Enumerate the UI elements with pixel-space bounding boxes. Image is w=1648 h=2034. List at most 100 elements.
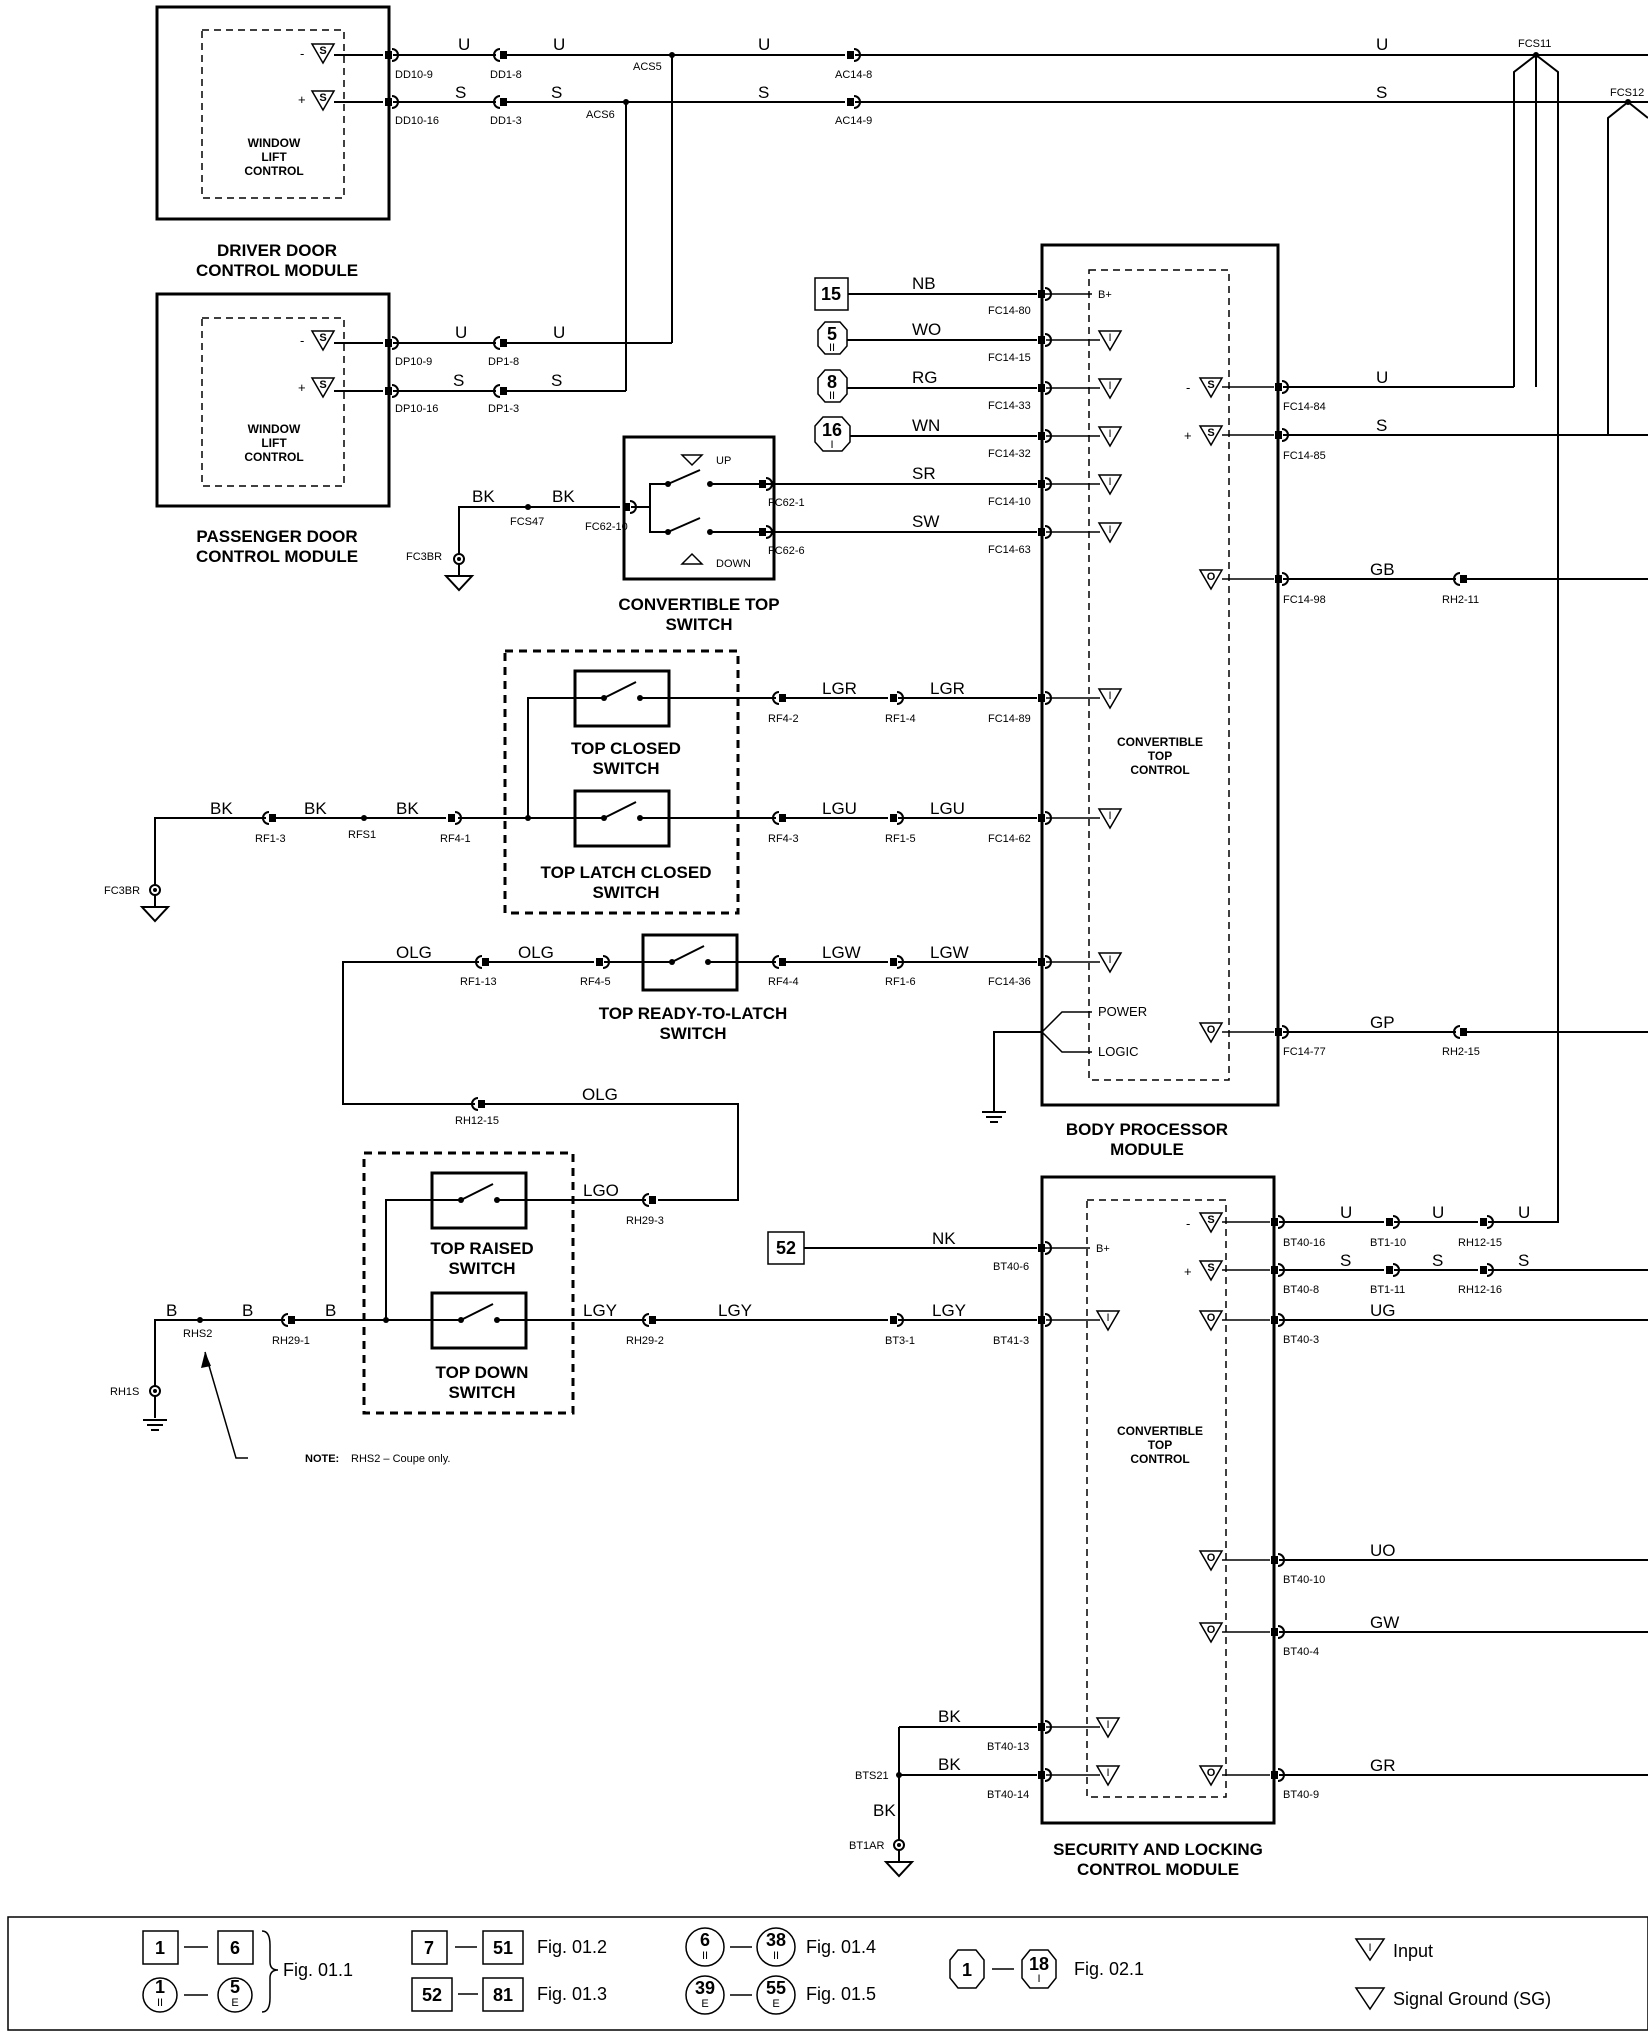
input-symbol: I bbox=[1106, 1767, 1109, 1779]
ground-icon bbox=[141, 894, 169, 922]
wire-code: BK bbox=[873, 1801, 896, 1820]
ground-icon bbox=[142, 1419, 168, 1431]
minus-sign: - bbox=[300, 46, 304, 61]
legend-circle-39: 39 bbox=[695, 1978, 715, 1998]
body-processor-module: CONVERTIBLE TOP CONTROL BODY PROCESSOR M… bbox=[1040, 243, 1280, 1159]
note-label: NOTE: bbox=[305, 1453, 339, 1465]
wire-code: OLG bbox=[582, 1085, 618, 1104]
bpm-inputs: 15 NB FC14-80 5 II WO FC14-15 8 II RG FC… bbox=[764, 274, 1037, 556]
top-raised-title-1: TOP RAISED bbox=[430, 1239, 533, 1258]
wire-code: U bbox=[1340, 1203, 1352, 1222]
wire-code: BK bbox=[210, 799, 233, 818]
passenger-inner-1: WINDOW bbox=[248, 422, 301, 436]
input-symbol: I bbox=[1108, 428, 1111, 440]
bpm-inner-1: CONVERTIBLE bbox=[1117, 735, 1203, 749]
rh1s-label: RH1S bbox=[110, 1386, 139, 1398]
wire-code: S bbox=[551, 371, 562, 390]
conv-top-switch-title-2: SWITCH bbox=[665, 615, 732, 634]
switch-icon bbox=[440, 1183, 518, 1204]
input-symbol: I bbox=[1108, 380, 1111, 392]
power-label: POWER bbox=[1098, 1004, 1147, 1019]
serial-symbol: S bbox=[319, 379, 326, 391]
top-closed-title-2: SWITCH bbox=[592, 759, 659, 778]
wire-code: GW bbox=[1370, 1613, 1399, 1632]
latch-ground-wires: BK RF1-3 BK RFS1 BK RF4-1 FC3BR bbox=[104, 799, 471, 922]
rh12-15-label: RH12-15 bbox=[1458, 1237, 1502, 1249]
fcs12-splice bbox=[1607, 99, 1648, 435]
wire-code: LGU bbox=[930, 799, 965, 818]
serial-symbol: S bbox=[319, 45, 326, 57]
switch-icon bbox=[651, 945, 729, 966]
input-symbol: I bbox=[1108, 810, 1111, 822]
wire-code: U bbox=[758, 35, 770, 54]
wire-code: B bbox=[166, 1301, 177, 1320]
switch-icon bbox=[440, 1303, 518, 1324]
rh29-2-label: RH29-2 bbox=[626, 1335, 664, 1347]
acs6-label: ACS6 bbox=[586, 109, 615, 121]
ref-sub: I bbox=[830, 439, 833, 451]
ground-point-icon bbox=[149, 1385, 161, 1397]
rf4-1-label: RF4-1 bbox=[440, 833, 471, 845]
bt40-4-label: BT40-4 bbox=[1283, 1646, 1319, 1658]
ground-point-icon bbox=[149, 884, 161, 896]
ac14-8-label: AC14-8 bbox=[835, 69, 872, 81]
input-symbol: I bbox=[1108, 476, 1111, 488]
serial-symbol: S bbox=[1207, 1262, 1214, 1274]
legend-oct-18: 18 bbox=[1029, 1954, 1049, 1974]
bpm-outputs: - S + S O O FC14-84 FC14-85 FC14-98 FC14… bbox=[1184, 368, 1648, 1058]
switch-icon bbox=[583, 681, 661, 702]
dp1-3-label: DP1-3 bbox=[488, 403, 519, 415]
driver-door-module: WINDOW LIFT CONTROL DRIVER DOOR CONTROL … bbox=[155, 5, 391, 280]
legend-box-7: 7 bbox=[424, 1938, 434, 1958]
wire-code: LGY bbox=[932, 1301, 966, 1320]
plus-sign: + bbox=[298, 92, 306, 107]
legend-sub: I bbox=[1037, 1973, 1040, 1985]
down-label: DOWN bbox=[716, 558, 751, 570]
up-arrow-icon bbox=[680, 454, 704, 467]
fcs12-label: FCS12 bbox=[1610, 87, 1644, 99]
wire-code: BK bbox=[552, 487, 575, 506]
passenger-door-title-2: CONTROL MODULE bbox=[196, 547, 358, 566]
wire-code: U bbox=[458, 35, 470, 54]
wire-code: UO bbox=[1370, 1541, 1396, 1560]
input-symbol: I bbox=[1106, 1719, 1109, 1731]
ref-5: 5 bbox=[827, 324, 837, 344]
wire-code: OLG bbox=[396, 943, 432, 962]
legend-circle-55: 55 bbox=[766, 1978, 786, 1998]
acs5-label: ACS5 bbox=[633, 61, 662, 73]
fc62-10-label: FC62-10 bbox=[585, 521, 628, 533]
wire-code: NK bbox=[932, 1229, 956, 1248]
legend-circle-6: 6 bbox=[700, 1930, 710, 1950]
legend: 1 6 1 II 5 E Fig. 01.1 7 51 Fig. 01.2 52… bbox=[7, 1916, 1648, 2031]
legend-sub: II bbox=[702, 1950, 708, 1962]
wire-code: U bbox=[1376, 35, 1388, 54]
fc14-36-label: FC14-36 bbox=[988, 976, 1031, 988]
top-closed-wires: RF4-2 LGR RF1-4 LGR FC14-89 RF4-3 LGU RF… bbox=[768, 679, 1037, 845]
convertible-top-switch: FC62-10 UP DOWN FC62-1 FC62-6 CONVERTIBL… bbox=[585, 435, 805, 634]
fc3br-label: FC3BR bbox=[104, 885, 140, 897]
bt40-3-label: BT40-3 bbox=[1283, 1334, 1319, 1346]
fc14-85-label: FC14-85 bbox=[1283, 450, 1326, 462]
bt1-11-label: BT1-11 bbox=[1370, 1284, 1405, 1296]
legend-fig-015: Fig. 01.5 bbox=[806, 1984, 876, 2004]
wire-code: BK bbox=[938, 1707, 961, 1726]
wire-code: S bbox=[1376, 416, 1387, 435]
rh12-15-label: RH12-15 bbox=[455, 1115, 499, 1127]
slcm-inner-1: CONVERTIBLE bbox=[1117, 1424, 1203, 1438]
rhs2-label: RHS2 bbox=[183, 1328, 212, 1340]
driver-door-title-2: CONTROL MODULE bbox=[196, 261, 358, 280]
bplus-label: B+ bbox=[1098, 289, 1112, 301]
ground-icon bbox=[981, 1111, 1007, 1123]
wire-code: UG bbox=[1370, 1301, 1396, 1320]
wire-code: BK bbox=[396, 799, 419, 818]
wire-code: S bbox=[551, 83, 562, 102]
driver-door-title-1: DRIVER DOOR bbox=[217, 241, 337, 260]
top-closed-latch-group: TOP CLOSED SWITCH TOP LATCH CLOSED SWITC… bbox=[458, 649, 776, 915]
switch-icon bbox=[583, 801, 661, 822]
rf4-2-label: RF4-2 bbox=[768, 713, 799, 725]
fc14-98-label: FC14-98 bbox=[1283, 594, 1326, 606]
bt40-10-label: BT40-10 bbox=[1283, 1574, 1325, 1586]
top-ready-to-latch-switch: TOP READY-TO-LATCH SWITCH OLG RF1-13 OLG… bbox=[342, 933, 1037, 1201]
dp10-9-label: DP10-9 bbox=[395, 356, 432, 368]
bt40-9-label: BT40-9 bbox=[1283, 1789, 1319, 1801]
